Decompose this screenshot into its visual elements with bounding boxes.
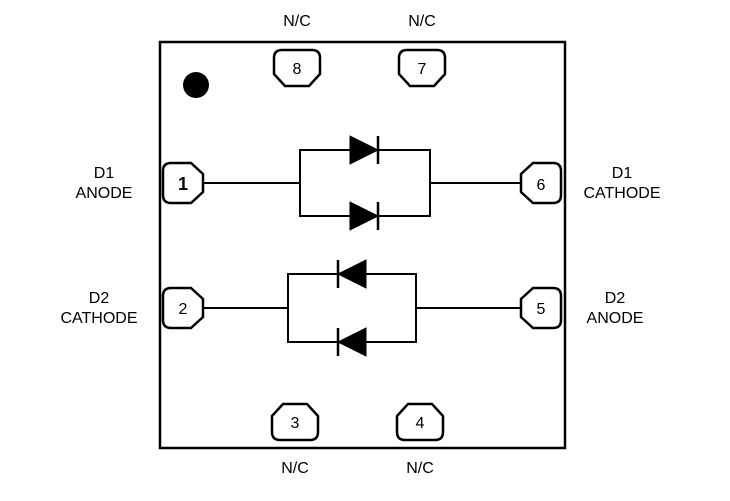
- pin-4-pad: [395, 402, 445, 442]
- pin-7-label: N/C: [408, 13, 436, 30]
- pin-5-pad: [519, 286, 563, 330]
- pin-6-label-line1: D1: [612, 165, 633, 182]
- pin-6-number: 6: [537, 177, 546, 194]
- pin-5-number: 5: [537, 301, 546, 318]
- pin-1-number: 1: [178, 174, 188, 194]
- d2-diode-top-icon: [336, 259, 367, 289]
- pin-1-label-line1: D1: [94, 165, 115, 182]
- pin-1-label-line2: ANODE: [76, 185, 133, 202]
- d2-diode-bottom-icon: [336, 327, 367, 357]
- pin-8-number: 8: [293, 61, 302, 78]
- pin-2-number: 2: [179, 301, 188, 318]
- pin-8-pad: [272, 48, 322, 88]
- pin-5-label-line1: D2: [605, 290, 626, 307]
- pin-6-label-line2: CATHODE: [583, 185, 660, 202]
- pin-3-pad: [270, 402, 320, 442]
- d2-parallel-loop: [287, 273, 417, 343]
- pin-1-pad: [161, 161, 205, 205]
- pin-4-label: N/C: [406, 460, 434, 477]
- d1-diode-bottom-icon: [349, 201, 380, 231]
- pin-2-pad: [161, 286, 205, 330]
- pin-7-number: 7: [418, 61, 427, 78]
- pin-8-label: N/C: [283, 13, 311, 30]
- pin-4-number: 4: [416, 415, 425, 432]
- d1-parallel-loop: [299, 149, 431, 217]
- pin-6-pad: [519, 161, 563, 205]
- pin-2-label-line1: D2: [89, 290, 110, 307]
- pin-3-label: N/C: [281, 460, 309, 477]
- pin-2-label-line2: CATHODE: [60, 310, 137, 327]
- pin-3-number: 3: [291, 415, 300, 432]
- pin1-indicator-dot: [183, 72, 209, 98]
- pin-5-label-line2: ANODE: [587, 310, 644, 327]
- pin-7-pad: [397, 48, 447, 88]
- d1-diode-top-icon: [349, 135, 380, 165]
- package-outline: [158, 40, 567, 450]
